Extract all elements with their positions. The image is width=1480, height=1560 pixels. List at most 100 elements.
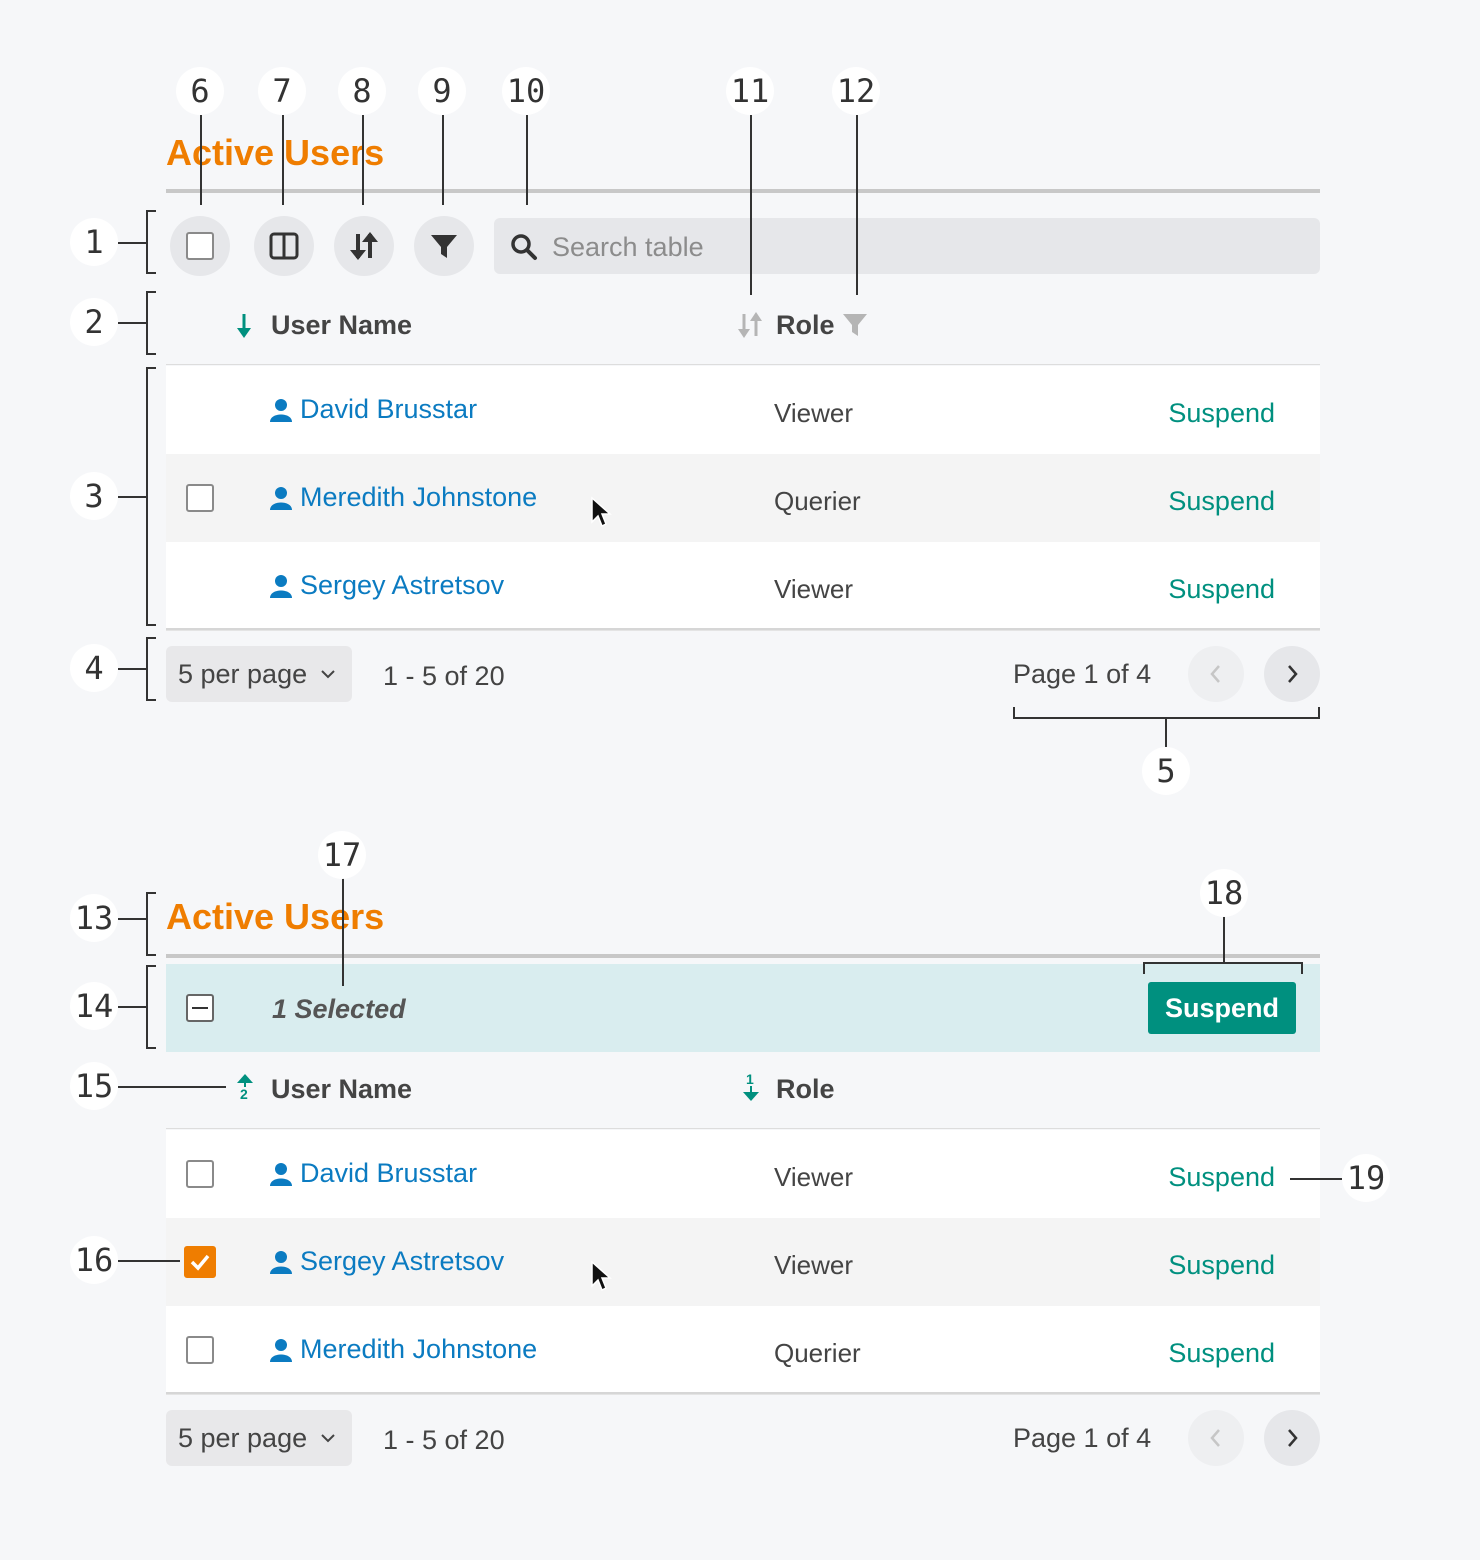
suspend-link[interactable]: Suspend bbox=[1168, 398, 1275, 428]
sort-icon[interactable] bbox=[736, 310, 764, 340]
row-checkbox[interactable] bbox=[186, 1160, 214, 1188]
callout-leader bbox=[118, 918, 146, 920]
search-field[interactable]: Search table bbox=[494, 218, 1320, 274]
suspend-link[interactable]: Suspend bbox=[1168, 1250, 1275, 1280]
callout-leader bbox=[118, 1086, 226, 1088]
deselect-all-checkbox[interactable] bbox=[186, 994, 214, 1022]
callout-leader bbox=[1223, 916, 1225, 962]
callout-leader bbox=[282, 115, 284, 205]
sort-button[interactable] bbox=[334, 216, 394, 276]
user-name-link[interactable]: Meredith Johnstone bbox=[300, 1334, 538, 1364]
callout-19: 19 bbox=[1342, 1154, 1390, 1202]
user-icon bbox=[270, 575, 292, 598]
suspend-link[interactable]: Suspend bbox=[1168, 1338, 1275, 1368]
user-name-link[interactable]: David Brusstar bbox=[300, 1158, 478, 1188]
callout-leader bbox=[118, 1006, 146, 1008]
callout-leader bbox=[118, 668, 146, 670]
table-row[interactable]: David Brusstar Viewer Suspend bbox=[166, 1130, 1320, 1219]
callout-leader bbox=[526, 115, 528, 205]
next-page-button[interactable] bbox=[1264, 1410, 1320, 1466]
table-row[interactable]: Meredith Johnstone Querier Suspend bbox=[166, 454, 1320, 543]
callout-16: 16 bbox=[70, 1236, 118, 1284]
suspend-link[interactable]: Suspend bbox=[1168, 574, 1275, 604]
callout-bracket bbox=[1013, 707, 1320, 719]
column-header-role[interactable]: Role bbox=[776, 310, 835, 340]
callout-leader bbox=[118, 1260, 180, 1262]
search-icon bbox=[511, 234, 537, 260]
callout-leader bbox=[118, 322, 146, 324]
table-row[interactable]: David Brusstar Viewer Suspend bbox=[166, 366, 1320, 455]
role-cell: Viewer bbox=[774, 574, 854, 604]
previous-page-button[interactable] bbox=[1188, 1410, 1244, 1466]
user-icon bbox=[270, 1251, 292, 1274]
callout-leader bbox=[856, 115, 858, 295]
sort-descending-icon[interactable] bbox=[740, 1086, 762, 1104]
select-all-checkbox[interactable] bbox=[186, 232, 214, 260]
filter-icon bbox=[431, 235, 457, 258]
role-cell: Viewer bbox=[774, 1250, 854, 1280]
callout-18: 18 bbox=[1200, 869, 1248, 917]
chevron-right-icon bbox=[1288, 1429, 1298, 1447]
callout-leader bbox=[1290, 1178, 1342, 1180]
per-page-select[interactable]: 5 per page bbox=[166, 1410, 352, 1466]
row-checkbox[interactable] bbox=[186, 1336, 214, 1364]
table-row[interactable]: Sergey Astretsov Viewer Suspend bbox=[166, 1218, 1320, 1307]
user-icon bbox=[270, 1163, 292, 1186]
callout-leader bbox=[362, 115, 364, 205]
user-name-link[interactable]: Sergey Astretsov bbox=[300, 570, 505, 600]
cursor-icon bbox=[591, 1260, 612, 1292]
callout-10: 10 bbox=[502, 67, 550, 115]
item-range: 1 - 5 of 20 bbox=[383, 1425, 505, 1455]
title-divider bbox=[166, 954, 1320, 958]
callout-12: 12 bbox=[832, 67, 880, 115]
callout-8: 8 bbox=[338, 67, 386, 115]
callout-14: 14 bbox=[70, 982, 118, 1030]
user-name-link[interactable]: Sergey Astretsov bbox=[300, 1246, 505, 1276]
callout-bracket bbox=[1143, 962, 1303, 974]
per-page-select[interactable]: 5 per page bbox=[166, 646, 352, 702]
column-header-user-name[interactable]: User Name bbox=[271, 1074, 413, 1104]
sort-icon bbox=[350, 232, 378, 260]
callout-13: 13 bbox=[70, 894, 118, 942]
chevron-left-icon bbox=[1210, 665, 1220, 683]
callout-leader bbox=[750, 115, 752, 295]
callout-leader bbox=[118, 496, 146, 498]
user-name-link[interactable]: David Brusstar bbox=[300, 394, 478, 424]
table-title: Active Users bbox=[166, 132, 385, 173]
user-icon bbox=[270, 487, 292, 510]
callout-bracket bbox=[146, 965, 156, 1049]
table-title: Active Users bbox=[166, 896, 385, 937]
previous-page-button[interactable] bbox=[1188, 646, 1244, 702]
sort-descending-icon[interactable] bbox=[236, 312, 252, 340]
table-row[interactable]: Meredith Johnstone Querier Suspend bbox=[166, 1306, 1320, 1395]
column-header-role[interactable]: Role bbox=[776, 1074, 835, 1104]
header-divider bbox=[166, 1128, 1320, 1129]
filter-button[interactable] bbox=[414, 216, 474, 276]
callout-bracket bbox=[146, 892, 156, 956]
user-name-link[interactable]: Meredith Johnstone bbox=[300, 482, 538, 512]
suspend-link[interactable]: Suspend bbox=[1168, 1162, 1275, 1192]
columns-button[interactable] bbox=[254, 216, 314, 276]
row-checkbox-checked[interactable] bbox=[184, 1246, 216, 1278]
user-icon bbox=[270, 1339, 292, 1362]
sort-ascending-icon[interactable] bbox=[234, 1072, 256, 1104]
callout-bracket bbox=[146, 210, 156, 274]
table-row[interactable]: Sergey Astretsov Viewer Suspend bbox=[166, 542, 1320, 631]
page-indicator: Page 1 of 4 bbox=[1013, 1423, 1152, 1453]
select-all-button[interactable] bbox=[170, 216, 230, 276]
item-range: 1 - 5 of 20 bbox=[383, 661, 505, 691]
next-page-button[interactable] bbox=[1264, 646, 1320, 702]
column-header-user-name[interactable]: User Name bbox=[271, 310, 413, 340]
role-cell: Querier bbox=[774, 1338, 861, 1368]
search-input[interactable]: Search table bbox=[552, 232, 704, 262]
user-icon bbox=[270, 399, 292, 422]
row-checkbox[interactable] bbox=[186, 484, 214, 512]
filter-icon[interactable] bbox=[842, 312, 868, 338]
table-bottom-divider bbox=[166, 628, 1320, 630]
header-divider bbox=[166, 364, 1320, 365]
bulk-suspend-button[interactable]: Suspend bbox=[1148, 982, 1296, 1034]
suspend-link[interactable]: Suspend bbox=[1168, 486, 1275, 516]
sort-priority-badge: 1 bbox=[746, 1071, 754, 1087]
table-bottom-divider bbox=[166, 1392, 1320, 1394]
cursor-icon bbox=[591, 496, 612, 528]
